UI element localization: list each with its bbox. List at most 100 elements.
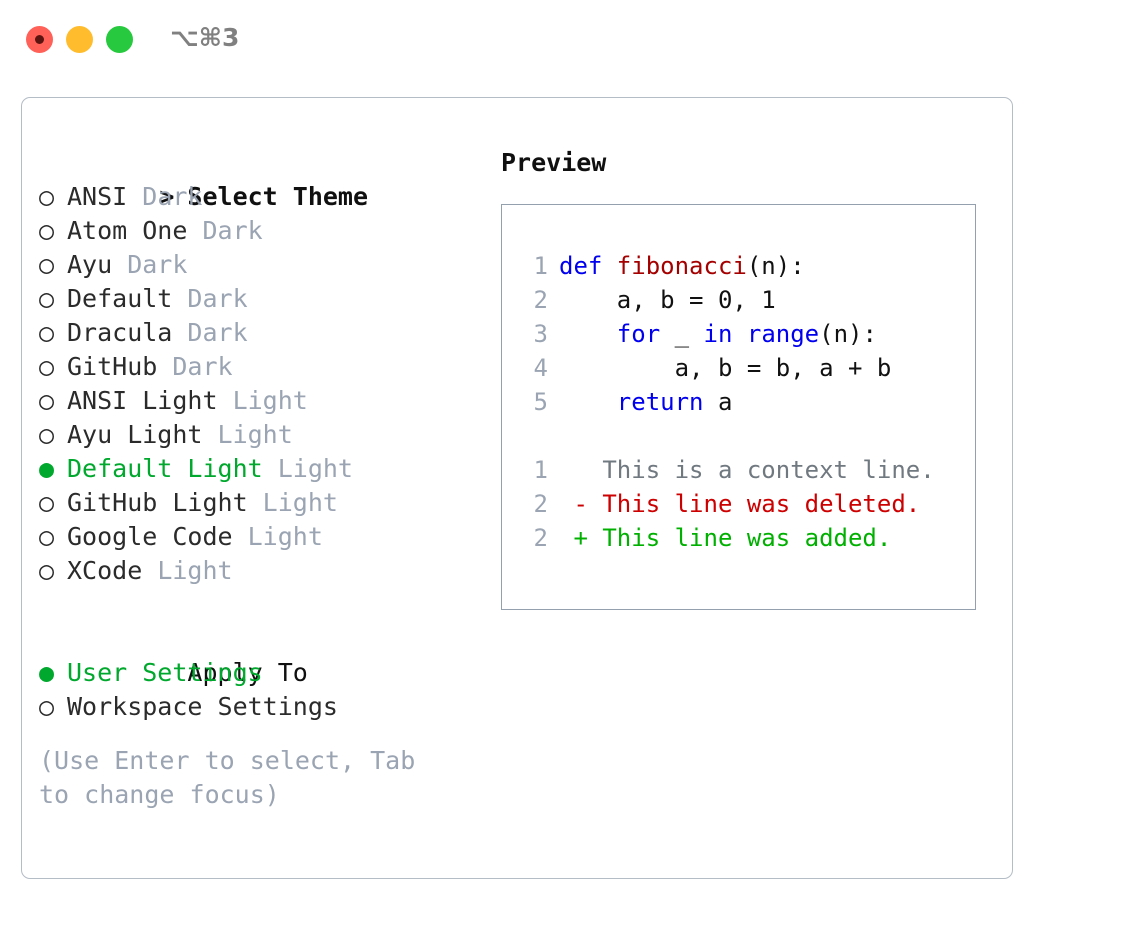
theme-option-google-code[interactable]: ○Google Code Light <box>39 520 469 554</box>
theme-option-dracula[interactable]: ○ Dracula Dark <box>39 316 469 350</box>
theme-selector-panel: >Select Theme ○ANSI Dark○Atom One Dark○A… <box>21 97 1013 879</box>
maximize-window-button[interactable] <box>106 26 133 53</box>
code-line: 4 a, b = b, a + b <box>520 351 975 385</box>
code-token: a <box>703 388 733 416</box>
title-bar: ⌥⌘3 <box>0 0 1140 78</box>
select-theme-header: > Select Theme <box>39 146 469 211</box>
select-theme-header-label: Select Theme <box>187 182 369 211</box>
code-token: a, b = b, a + b <box>559 354 892 382</box>
code-token: _ <box>660 320 704 348</box>
cursor-caret-icon: > <box>159 182 175 211</box>
apply-to-option-list: ●User Settings○ Workspace Settings <box>39 656 469 724</box>
code-token: def <box>559 252 617 280</box>
diff-line-del: 2 - This line was deleted. <box>520 487 975 521</box>
theme-option-github-light[interactable]: ○GitHub Light Light <box>39 486 469 520</box>
radio-selected-icon: ● <box>39 454 55 483</box>
theme-option-label: Ayu <box>67 250 113 279</box>
code-line: 5 return a <box>520 385 975 419</box>
line-number: 2 <box>533 286 548 314</box>
diff-line-text: - This line was deleted. <box>559 490 921 518</box>
apply-to-option-user-settings[interactable]: ●User Settings <box>39 656 469 690</box>
radio-unselected-icon: ○ <box>39 522 55 551</box>
radio-unselected-icon: ○ <box>39 488 55 517</box>
apply-to-header: Apply To <box>39 622 469 687</box>
theme-option-ansi-light[interactable]: ○ANSI Light Light <box>39 384 469 418</box>
theme-option-label: Default Light <box>67 454 263 483</box>
theme-option-variant: Light <box>262 454 353 483</box>
line-number: 2 <box>533 524 548 552</box>
code-line: 1 def fibonacci(n): <box>520 249 975 283</box>
code-token: for <box>616 320 661 348</box>
list-spacer <box>39 588 469 622</box>
code-token: a, b = 0, 1 <box>559 286 776 314</box>
theme-option-label: GitHub <box>67 352 158 381</box>
code-token <box>559 320 617 348</box>
line-number: 1 <box>533 252 548 280</box>
theme-list-column: >Select Theme ○ANSI Dark○Atom One Dark○A… <box>39 146 469 812</box>
theme-option-label: XCode <box>67 556 143 585</box>
preview-box: 1 def fibonacci(n): 2 a, b = 0, 1 3 for _ i… <box>501 204 976 610</box>
radio-unselected-icon: ○ <box>39 216 55 245</box>
radio-unselected-icon: ○ <box>39 556 55 585</box>
theme-option-github[interactable]: ○ GitHub Dark <box>39 350 469 384</box>
close-window-button[interactable] <box>26 26 53 53</box>
code-token <box>732 320 746 348</box>
theme-option-list: ○ANSI Dark○Atom One Dark○Ayu Dark○Defaul… <box>39 180 469 588</box>
line-number: 1 <box>533 456 548 484</box>
radio-selected-icon: ● <box>39 658 55 687</box>
line-number: 2 <box>533 490 548 518</box>
apply-to-option-workspace-settings[interactable]: ○ Workspace Settings <box>39 690 469 724</box>
theme-option-variant: Dark <box>172 284 248 313</box>
code-line: 2 a, b = 0, 1 <box>520 283 975 317</box>
code-token: fibonacci <box>616 252 747 280</box>
diff-line-add: 2 + This line was added. <box>520 521 975 555</box>
preview-column: Preview 1 def fibonacci(n): 2 a, b = 0, 1 3… <box>501 146 996 610</box>
theme-option-variant: Light <box>142 556 233 585</box>
theme-option-ayu[interactable]: ○ Ayu Dark <box>39 248 469 282</box>
theme-option-variant: Dark <box>157 352 233 381</box>
radio-unselected-icon: ○ <box>39 420 55 449</box>
apply-to-option-label: Workspace Settings <box>67 692 338 721</box>
minimize-window-button[interactable] <box>66 26 93 53</box>
line-number: 4 <box>533 354 548 382</box>
diff-line-ctx: 1 This is a context line. <box>520 453 975 487</box>
code-token <box>559 388 617 416</box>
radio-unselected-icon: ○ <box>39 318 55 347</box>
theme-option-ansi[interactable]: ○ANSI Dark <box>39 180 469 214</box>
theme-option-label: Default <box>67 284 173 313</box>
theme-option-variant: Dark <box>187 216 263 245</box>
theme-option-variant: Dark <box>112 250 188 279</box>
diff-line-text: + This line was added. <box>559 524 892 552</box>
code-token: return <box>616 388 704 416</box>
theme-option-atom-one[interactable]: ○ Atom One Dark <box>39 214 469 248</box>
radio-unselected-icon: ○ <box>39 352 55 381</box>
code-token: (n): <box>746 252 805 280</box>
theme-option-xcode[interactable]: ○ XCode Light <box>39 554 469 588</box>
theme-option-label: Ayu Light <box>67 420 203 449</box>
theme-option-label: Dracula <box>67 318 173 347</box>
keyboard-shortcut-label: ⌥⌘3 <box>170 23 240 52</box>
radio-unselected-icon: ○ <box>39 182 55 211</box>
theme-option-variant: Dark <box>127 182 203 211</box>
radio-unselected-icon: ○ <box>39 250 55 279</box>
radio-unselected-icon: ○ <box>39 692 55 721</box>
theme-option-variant: Light <box>247 488 338 517</box>
keyboard-hint-text: (Use Enter to select, Tab to change focu… <box>39 746 416 809</box>
radio-unselected-icon: ○ <box>39 386 55 415</box>
preview-title: Preview <box>501 148 607 177</box>
theme-option-variant: Light <box>232 522 323 551</box>
code-sample-block: 1 def fibonacci(n): 2 a, b = 0, 1 3 for _ i… <box>520 249 975 419</box>
theme-option-ayu-light[interactable]: ○Ayu Light Light <box>39 418 469 452</box>
code-token: range <box>746 320 820 348</box>
theme-option-variant: Dark <box>172 318 248 347</box>
theme-option-label: Atom One <box>67 216 188 245</box>
code-token: in <box>703 320 733 348</box>
diff-line-text: This is a context line. <box>559 456 935 484</box>
theme-option-default[interactable]: ○ Default Dark <box>39 282 469 316</box>
line-number: 3 <box>533 320 548 348</box>
theme-option-default-light[interactable]: ● Default Light Light <box>39 452 469 486</box>
radio-unselected-icon: ○ <box>39 284 55 313</box>
preview-spacer <box>520 419 975 453</box>
theme-option-label: ANSI Light <box>67 386 218 415</box>
